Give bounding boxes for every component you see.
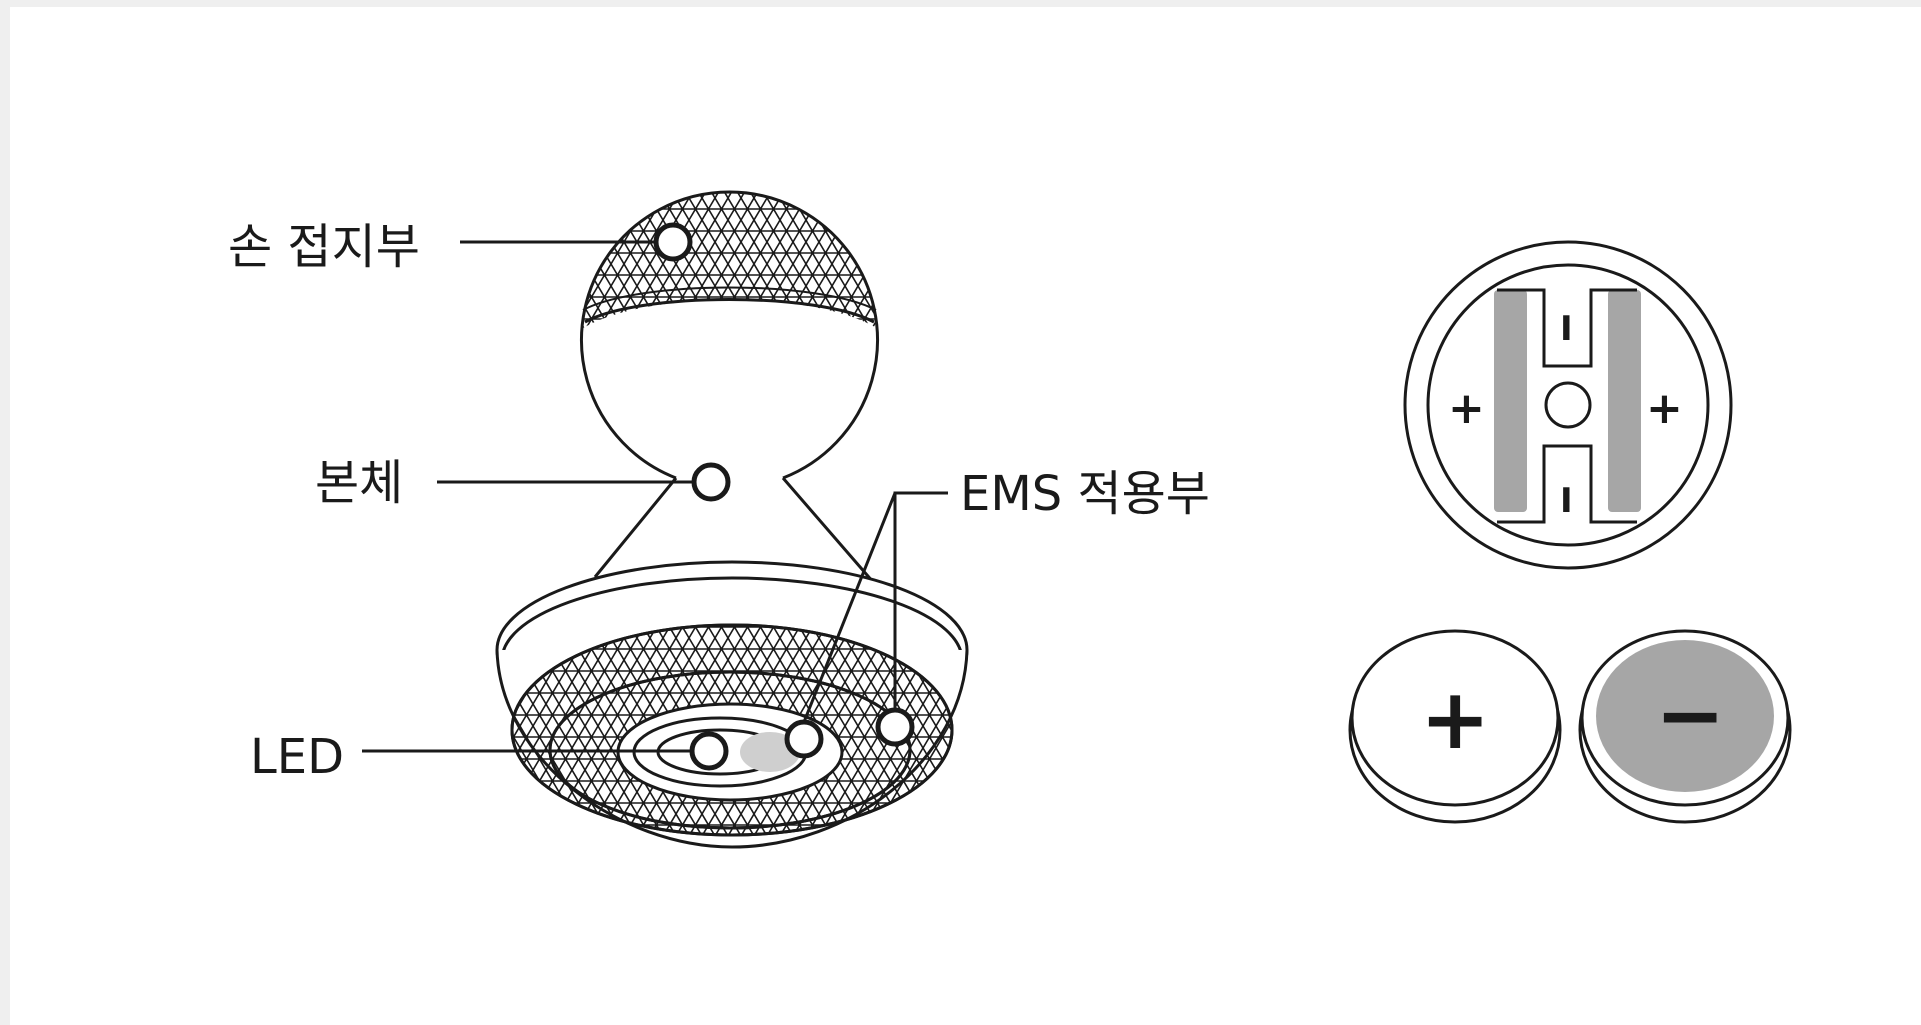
battery-negative-symbol: − <box>1655 666 1725 764</box>
holder-frame <box>1497 288 1637 524</box>
device-illustration <box>362 190 969 849</box>
callout-dot-ems-2 <box>875 707 915 747</box>
holder-plus-left: + <box>1448 383 1485 434</box>
holder-center-hole <box>1544 381 1592 429</box>
battery-holder <box>1403 240 1733 570</box>
holder-minus-top: I <box>1560 309 1573 349</box>
contact-right <box>1608 290 1641 512</box>
battery-positive-symbol: + <box>1420 670 1490 768</box>
label-hand-grip: 손 접지부 <box>228 219 420 275</box>
callout-dot-led <box>689 731 729 771</box>
battery-negative <box>1578 629 1792 824</box>
label-body: 본체 <box>315 455 403 511</box>
callout-dot-body <box>691 462 731 502</box>
contact-left <box>1494 290 1527 512</box>
battery-positive <box>1348 629 1562 824</box>
holder-minus-bottom: I <box>1560 481 1573 521</box>
holder-plus-right: + <box>1646 383 1683 434</box>
callout-dot-ems-1 <box>784 719 824 759</box>
callout-dot-hand-grip <box>653 222 693 262</box>
label-led: LED <box>250 729 344 785</box>
label-ems: EMS 적용부 <box>960 466 1210 522</box>
